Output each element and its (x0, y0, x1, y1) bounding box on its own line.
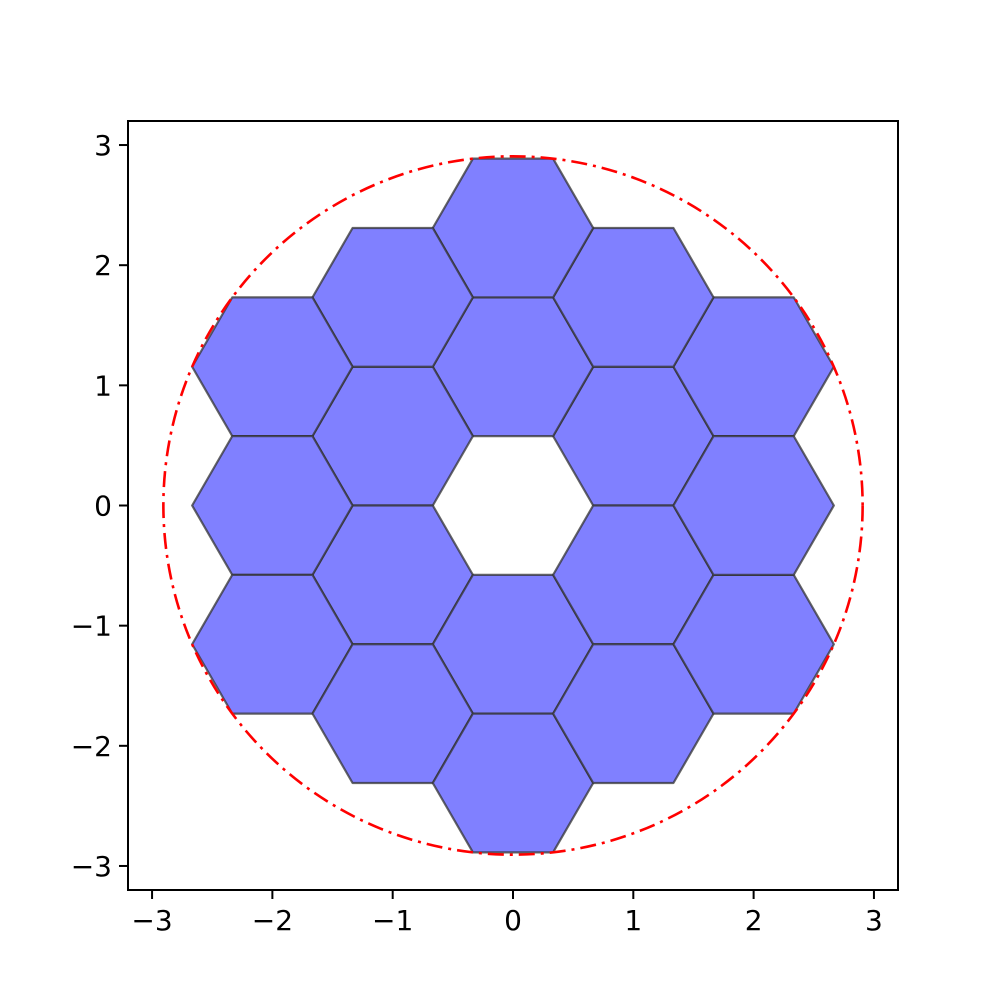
y-tick-label: 1 (94, 369, 112, 402)
x-axis-ticks: −3 −2 −1 0 1 2 3 (131, 890, 883, 937)
y-tick-label: 0 (94, 490, 112, 523)
y-tick-label: −3 (71, 850, 112, 883)
x-tick-label: −1 (372, 904, 413, 937)
y-tick-label: −2 (71, 730, 112, 763)
x-tick-label: 1 (624, 904, 642, 937)
y-tick-label: 2 (94, 249, 112, 282)
hexagon-segment-18 (672, 435, 835, 576)
x-tick-label: 2 (745, 904, 763, 937)
x-tick-label: 3 (865, 904, 883, 937)
x-tick-label: −2 (252, 904, 293, 937)
circle-layer (162, 155, 864, 856)
plot-area (191, 157, 835, 854)
y-axis-ticks: −3 −2 −1 0 1 2 3 (71, 129, 128, 883)
y-tick-label: 3 (94, 129, 112, 162)
x-tick-label: −3 (131, 904, 172, 937)
y-tick-label: −1 (71, 610, 112, 643)
x-tick-label: 0 (504, 904, 522, 937)
outer-dashdot-circle (162, 155, 864, 856)
